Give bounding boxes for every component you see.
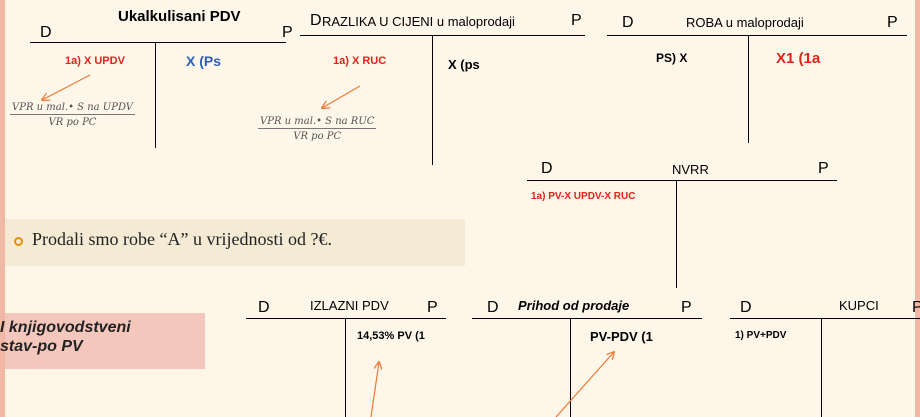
sale-note-box (5, 219, 465, 266)
formula-numerator: VPR u mal.• S na UPDV (10, 102, 136, 115)
credit-label: P (681, 299, 692, 316)
right-frame-bar (915, 0, 920, 417)
ruc-formula: VPR u mal.• S na RUC VR po PC (258, 116, 377, 142)
arrow-upvd (42, 74, 91, 100)
arrow-izlazni-pdv (370, 362, 379, 417)
credit-entry: X (Ps (186, 53, 222, 69)
account-center-line (748, 35, 749, 143)
account-top-line (527, 180, 837, 181)
sale-note: Prodali smo robe “A” u vrijednosti od ?€… (32, 229, 332, 249)
debit-label: D (622, 14, 634, 31)
account-center-line (821, 318, 822, 417)
account-top-line (300, 35, 585, 36)
credit-label: P (912, 299, 920, 316)
arrow-prihod (555, 352, 614, 417)
formula-denominator: VR po PC (48, 117, 97, 128)
debit-label: D (258, 299, 270, 316)
account-title: Ukalkulisani PDV (118, 8, 241, 25)
debit-label: D (487, 299, 499, 316)
account-title: ROBA u maloprodaji (686, 15, 804, 30)
account-center-line (345, 318, 346, 417)
account-top-line (607, 35, 907, 36)
booking-label-box (5, 313, 205, 369)
account-top-line (246, 318, 446, 319)
formula-denominator: VR po PC (293, 131, 342, 142)
debit-label: D (40, 24, 52, 41)
credit-label: P (427, 299, 438, 316)
account-title: NVRR (672, 162, 709, 177)
credit-entry: PV-PDV (1 (590, 329, 653, 344)
account-top-line (30, 42, 286, 43)
account-title: Prihod od prodaje (518, 298, 630, 313)
upvd-formula: VPR u mal.• S na UPDV VR po PC (10, 102, 136, 128)
booking-label-line1: I knjigovodstveni (0, 319, 131, 336)
debit-label: D (310, 12, 322, 29)
account-center-line (155, 42, 156, 148)
account-center-line (676, 180, 677, 288)
account-title: RAZLIKA U CIJENI u maloprodaji (322, 14, 515, 29)
credit-label: P (282, 24, 293, 41)
account-title: KUPCI (839, 298, 879, 313)
formula-numerator: VPR u mal.• S na RUC (258, 116, 377, 129)
debit-entry: 1) PV+PDV (735, 330, 787, 341)
debit-entry: 1a) X RUC (333, 55, 387, 67)
booking-label-line2: stav-po PV (0, 338, 83, 355)
credit-label: P (887, 14, 898, 31)
credit-label: P (571, 12, 582, 29)
debit-entry: PS) X (656, 51, 688, 65)
account-title: IZLAZNI PDV (310, 298, 389, 313)
debit-entry: 1a) X UPDV (65, 55, 125, 67)
debit-entry: 1a) PV-X UPDV-X RUC (531, 191, 636, 202)
debit-label: D (541, 160, 553, 177)
account-center-line (570, 318, 571, 417)
credit-entry: 14,53% PV (1 (357, 330, 425, 342)
left-frame-bar (0, 0, 5, 417)
arrow-ruc (322, 85, 361, 108)
credit-entry: X (ps (448, 57, 480, 72)
bullet-icon (14, 237, 23, 246)
account-center-line (432, 35, 433, 165)
credit-label: P (818, 160, 829, 177)
credit-entry: X1 (1a (776, 50, 821, 67)
account-top-line (472, 318, 702, 319)
account-top-line (730, 318, 920, 319)
debit-label: D (740, 299, 752, 316)
booking-label: I knjigovodstveni stav-po PV (0, 318, 131, 356)
